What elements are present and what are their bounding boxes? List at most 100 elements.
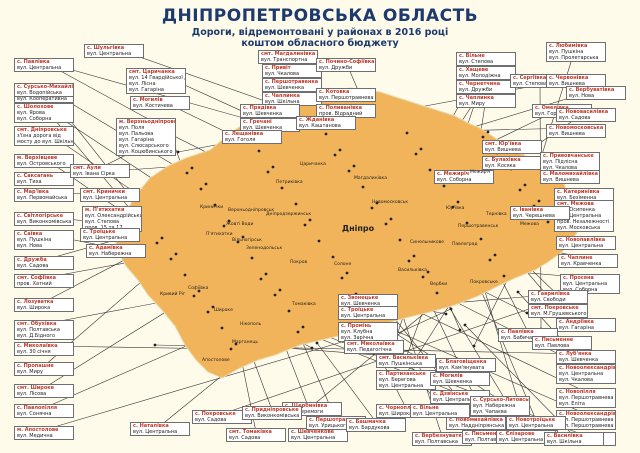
- callout-street: вул. Садова: [195, 417, 227, 423]
- place-label: Вербки: [430, 282, 448, 287]
- callout-village-name: с. Новоолександрівка: [559, 411, 616, 417]
- callout-street: вул. Лісна: [129, 81, 156, 87]
- callout-village-name: с. Письменне: [535, 337, 574, 343]
- callout-street: вул. Бабича: [501, 335, 533, 341]
- callout-village-name: с. Чернетчина: [459, 81, 501, 87]
- callout-street: вул. Гагаріна: [119, 137, 154, 143]
- settlement-dot: [315, 341, 319, 345]
- settlement-dot: [502, 274, 506, 278]
- settlement-dot: [206, 310, 210, 314]
- callout-street: вул. Дружби: [459, 87, 493, 93]
- settlement-dot: [384, 222, 388, 226]
- callout-village-name: с. Червонівка: [549, 75, 589, 81]
- callout-street: вул. Підлісна: [543, 159, 578, 165]
- callout-street: вул. Центральна: [559, 243, 604, 249]
- place-label: Широке: [214, 308, 233, 313]
- place-label: Дніпродзержинськ: [266, 212, 312, 217]
- settlement-dot: [192, 294, 196, 298]
- settlement-dot: [278, 288, 282, 292]
- callout-village-name: с. Пропашне: [17, 363, 54, 369]
- callout-village-name: с. Саївка: [17, 231, 43, 237]
- callout-street: вул. Шевченка: [559, 357, 599, 363]
- callout-street: вул. Першотравнева: [319, 95, 374, 101]
- callout-village-name: с. Партизанське: [379, 371, 426, 377]
- settlement-dot: [204, 182, 208, 186]
- callout-street: вул. Ярова: [17, 110, 45, 116]
- callout-street: вул. Виконкомівська: [245, 413, 300, 419]
- place-label: Межиріч: [470, 170, 491, 175]
- callout-village-name: с. Троїцьке: [83, 229, 116, 235]
- callout-village-name: смт. Миколаївка: [347, 341, 395, 347]
- callout-village-name: с. Новоолександрівка: [559, 365, 616, 371]
- callout-village-name: с. Луб'янка: [559, 351, 592, 357]
- callout-village-name: с. Вербуватівка: [569, 87, 615, 93]
- callout-street: вул. Набережна: [89, 251, 132, 257]
- callout-village-name: с. Просяна: [563, 275, 594, 281]
- settlement-dot: [523, 183, 527, 187]
- callout-street: вул. Центральна: [499, 437, 544, 443]
- settlement-dot: [412, 254, 416, 258]
- callout-street: вул. Зарічна: [341, 335, 374, 341]
- callout-village-name: смт. Софіївка: [17, 275, 57, 281]
- callout-village-name: с. Миколаївка: [17, 343, 58, 349]
- leader-line: [316, 342, 377, 423]
- callout-village-name: смт. Широке: [17, 385, 55, 391]
- callout-village-name: с. Сурсько-Михайлівка: [17, 84, 74, 90]
- callout-village-name: смт. Обухівка: [17, 321, 57, 327]
- settlement-dot: [331, 255, 335, 259]
- callout-street: вул. Гагаріна: [129, 87, 164, 93]
- callout-street: вул. Черешнева: [513, 213, 555, 219]
- callout-village-name: м. П'ятихатки: [85, 207, 125, 213]
- callout-village-name: с. Башмачка: [349, 419, 386, 425]
- callout-street: вул. Центральна: [83, 195, 128, 201]
- settlement-dot: [155, 241, 159, 245]
- callout-street: вул. Соборна: [17, 116, 52, 122]
- settlement-dot: [174, 252, 178, 256]
- callout-village-name: с. Могилів: [433, 373, 463, 379]
- callout-street: вул. Пролетарська: [549, 55, 599, 61]
- callout-village-name: с. Привіт: [265, 65, 291, 71]
- callout-village-name: с. Чаплине: [561, 255, 593, 261]
- callout-street: вул. Вишнева: [549, 131, 585, 137]
- settlement-dot: [280, 186, 284, 190]
- settlement-dot: [229, 347, 233, 351]
- callout-street: вул. Садова: [559, 115, 591, 121]
- callout-village-name: с. Котовка: [319, 89, 350, 95]
- place-label: Кривий Ріг: [160, 292, 186, 297]
- callout-street: вул. Тиха: [17, 179, 42, 185]
- callout-village-name: с. Першотравневе: [309, 417, 362, 423]
- callout-street: мосту до вул. Шкільної: [17, 139, 74, 145]
- callout-street: вул. Каштанова: [299, 123, 341, 129]
- callout-street: вул. Шевченка: [341, 301, 381, 307]
- settlement-dot: [236, 240, 240, 244]
- callout-village-name: с. Павлівка: [501, 329, 534, 335]
- callout-village-name: смт. Аули: [73, 165, 101, 171]
- place-label: Павлоград: [452, 242, 478, 247]
- callout-street: вул. Водопійська: [17, 90, 62, 96]
- capital-label: Дніпро: [342, 224, 375, 233]
- settlement-dot: [301, 325, 305, 329]
- callout-street: вул. Степова: [85, 219, 120, 225]
- settlement-dot: [211, 305, 215, 309]
- callout-village-name: с. Новопілля: [559, 389, 596, 395]
- settlement-dot: [389, 217, 393, 221]
